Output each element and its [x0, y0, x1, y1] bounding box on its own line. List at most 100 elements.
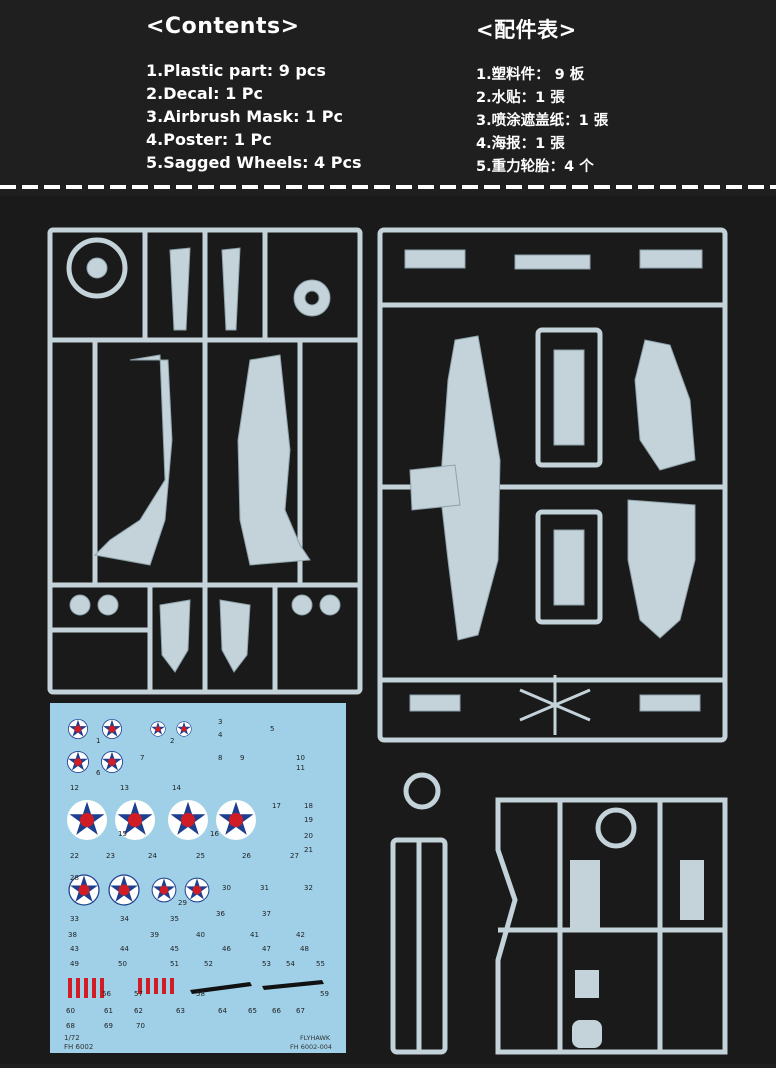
decal-number: 43: [70, 945, 79, 953]
content-item: 1.塑料件： 9 板: [476, 67, 585, 83]
decal-code-left: FH 6002: [64, 1043, 93, 1051]
decal-number: 18: [304, 802, 313, 810]
content-item: 4.海报：1 張: [476, 136, 565, 152]
decal-number: 64: [218, 1007, 227, 1015]
decal-number: 3: [218, 718, 222, 726]
decal-sheet: [50, 703, 346, 1053]
decal-number: 54: [286, 960, 295, 968]
decal-number: 27: [290, 852, 299, 860]
decal-number: 34: [120, 915, 129, 923]
decal-number: 24: [148, 852, 157, 860]
decal-code-right: FH 6002-004: [290, 1043, 332, 1051]
decal-number: 62: [134, 1007, 143, 1015]
contents-title-en: <Contents>: [146, 14, 300, 39]
decal-brand: FLYHAWK: [300, 1034, 331, 1042]
decal-number: 22: [70, 852, 79, 860]
decal-number: 38: [68, 931, 77, 939]
decal-number: 60: [66, 1007, 75, 1015]
content-item: 3.喷涂遮盖纸：1 張: [476, 113, 609, 129]
decal-number: 12: [70, 784, 79, 792]
decal-number: 70: [136, 1022, 145, 1030]
decal-number: 49: [70, 960, 79, 968]
contents-english: <Contents> 1.Plastic part: 9 pcs 2.Decal…: [146, 14, 361, 174]
contents-list-cn: 1.塑料件： 9 板 2.水贴：1 張 3.喷涂遮盖纸：1 張 4.海报：1 張…: [476, 64, 608, 179]
sprue-parts-a: [66, 237, 341, 673]
decal-number: 40: [196, 931, 205, 939]
decal-number: 31: [260, 884, 269, 892]
decal-number: 61: [104, 1007, 113, 1015]
sprue-parts-b: [404, 249, 703, 735]
decal-number: 13: [120, 784, 129, 792]
content-item: 5.重力轮胎：4 个: [476, 159, 594, 175]
decal-number: 55: [316, 960, 325, 968]
decal-number: 68: [66, 1022, 75, 1030]
decal-number: 19: [304, 816, 313, 824]
decal-number: 15: [118, 830, 127, 838]
decal-number: 58: [196, 990, 205, 998]
decal-number: 35: [170, 915, 179, 923]
sprue-parts-d: [570, 860, 704, 1048]
contents-list-en: 1.Plastic part: 9 pcs 2.Decal: 1 Pc 3.Ai…: [146, 59, 361, 174]
content-item: 3.Airbrush Mask: 1 Pc: [146, 107, 343, 126]
decal-number: 16: [210, 830, 219, 838]
decal-number: 52: [204, 960, 213, 968]
decal-number: 39: [150, 931, 159, 939]
decal-number: 32: [304, 884, 313, 892]
decal-number: 67: [296, 1007, 305, 1015]
decal-number: 6: [96, 769, 101, 777]
decal-number: 69: [104, 1022, 113, 1030]
decal-number: 59: [320, 990, 329, 998]
content-item: 2.Decal: 1 Pc: [146, 84, 263, 103]
contents-header: <Contents> 1.Plastic part: 9 pcs 2.Decal…: [0, 0, 776, 190]
decal-number: 20: [304, 832, 313, 840]
decal-number: 29: [178, 899, 187, 907]
decal-number: 10: [296, 754, 305, 762]
decal-number: 14: [172, 784, 181, 792]
decal-number: 37: [262, 910, 271, 918]
decal-number: 25: [196, 852, 205, 860]
contents-title-cn: <配件表>: [476, 18, 577, 42]
decal-number: 47: [262, 945, 271, 953]
content-item: 2.水贴：1 張: [476, 90, 565, 106]
decal-number: 45: [170, 945, 179, 953]
decal-number: 53: [262, 960, 271, 968]
contents-chinese: <配件表> 1.塑料件： 9 板 2.水贴：1 張 3.喷涂遮盖纸：1 張 4.…: [476, 14, 608, 179]
decal-number: 66: [272, 1007, 281, 1015]
decal-number: 51: [170, 960, 179, 968]
decal-number: 23: [106, 852, 115, 860]
dashed-divider: [0, 185, 776, 189]
decal-number: 44: [120, 945, 129, 953]
decal-number: 65: [248, 1007, 257, 1015]
decal-number: 4: [218, 731, 223, 739]
sprue-frame-d: [495, 797, 728, 1055]
decal-number: 41: [250, 931, 259, 939]
content-item: 1.Plastic part: 9 pcs: [146, 61, 326, 80]
decal-number: 63: [176, 1007, 185, 1015]
decal-number: 1: [96, 737, 100, 745]
decal-number: 11: [296, 764, 305, 772]
sprue-frame-c: [390, 772, 448, 1055]
decal-number: 5: [270, 725, 274, 733]
decal-number: 9: [240, 754, 244, 762]
decal-number: 28: [70, 874, 79, 882]
decal-number: 7: [140, 754, 144, 762]
decal-number: 26: [242, 852, 251, 860]
decal-number: 48: [300, 945, 309, 953]
content-item: 4.Poster: 1 Pc: [146, 130, 272, 149]
decal-number: 57: [134, 990, 143, 998]
decal-number: 30: [222, 884, 231, 892]
decal-scale: 1/72: [64, 1034, 80, 1042]
decal-number: 36: [216, 910, 225, 918]
decal-number: 56: [102, 990, 111, 998]
decal-number: 46: [222, 945, 231, 953]
parts-illustration: 1234567891011121314151617181920212223242…: [47, 227, 728, 1055]
content-item: 5.Sagged Wheels: 4 Pcs: [146, 153, 362, 172]
decal-number: 33: [70, 915, 79, 923]
decal-number: 17: [272, 802, 281, 810]
decal-number: 21: [304, 846, 313, 854]
decal-number: 8: [218, 754, 222, 762]
decal-number: 2: [170, 737, 174, 745]
decal-number: 50: [118, 960, 127, 968]
